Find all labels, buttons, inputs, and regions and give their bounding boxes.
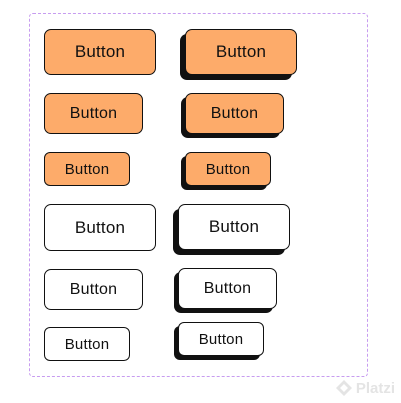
button-orange-large[interactable]: Button [44, 29, 156, 75]
button-white-medium[interactable]: Button [44, 269, 143, 310]
button-white-shadow-medium[interactable]: Button [178, 268, 277, 309]
watermark-text: Platzi [355, 379, 395, 397]
button-white-shadow-large[interactable]: Button [178, 204, 290, 250]
button-orange-shadow-large[interactable]: Button [185, 29, 297, 75]
button-white-large[interactable]: Button [44, 204, 156, 251]
button-orange-shadow-medium[interactable]: Button [185, 93, 284, 134]
platzi-logo-icon [335, 379, 353, 397]
button-white-small[interactable]: Button [44, 327, 130, 361]
button-orange-small[interactable]: Button [44, 152, 130, 186]
button-orange-medium[interactable]: Button [44, 93, 143, 134]
selection-frame [29, 13, 368, 377]
button-orange-shadow-small[interactable]: Button [185, 152, 271, 186]
platzi-watermark: Platzi [335, 379, 395, 397]
button-white-shadow-small[interactable]: Button [178, 322, 264, 356]
